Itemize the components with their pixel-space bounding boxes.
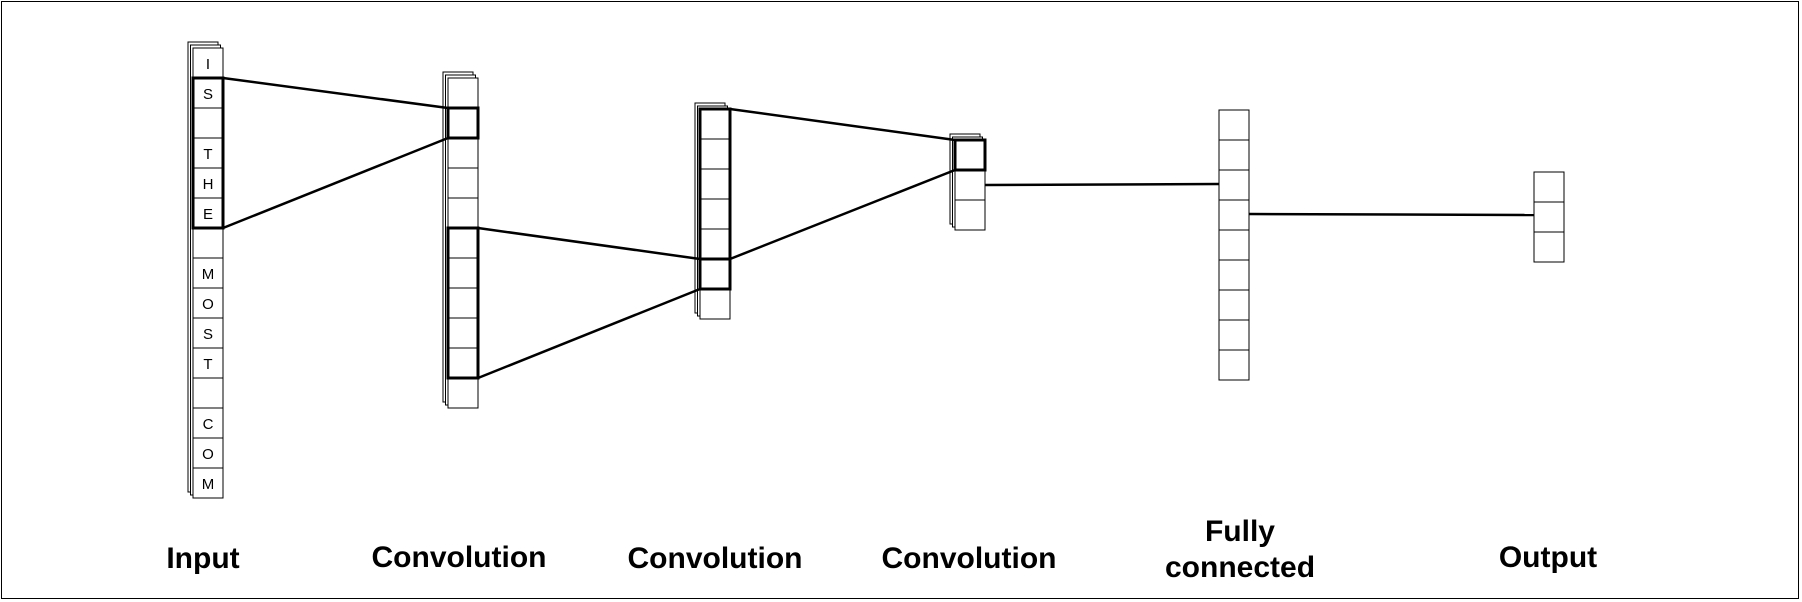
input-receptive-field-box	[191, 76, 225, 230]
input-label: Input	[166, 542, 240, 575]
input-character: T	[203, 146, 212, 163]
input-character: M	[202, 476, 215, 493]
connection-line	[222, 76, 449, 110]
conv1-cell	[447, 317, 479, 349]
conv1-stack	[442, 71, 479, 409]
conv2-cell	[699, 108, 731, 140]
output-cell	[1533, 171, 1565, 203]
input-cell	[192, 227, 224, 259]
conv1-cell	[447, 107, 479, 139]
input-cell	[192, 47, 224, 79]
input-character: M	[202, 266, 215, 283]
fc-cell	[1218, 169, 1250, 201]
conv1-cell	[447, 257, 479, 289]
connection-line	[729, 168, 956, 261]
input-cell	[192, 407, 224, 439]
input-character: O	[202, 296, 214, 313]
connection-line	[729, 107, 956, 142]
input-character: E	[203, 206, 213, 223]
input-cell	[192, 107, 224, 139]
fc-cell	[1218, 229, 1250, 261]
connection-line	[1248, 212, 1535, 217]
conv1-cell	[447, 197, 479, 229]
conv3-cell	[954, 199, 986, 231]
conv1-cell	[447, 137, 479, 169]
fc-cell	[1218, 289, 1250, 321]
connection-line	[984, 182, 1220, 187]
output-label: Output	[1498, 541, 1598, 574]
output-cell	[1533, 201, 1565, 233]
input-cell	[192, 377, 224, 409]
conv2-receptive-field-box	[698, 257, 732, 291]
receptive-field-links	[222, 76, 1535, 380]
output-stack	[1533, 171, 1565, 263]
conv2-cell	[699, 168, 731, 200]
connection-line	[222, 136, 449, 230]
conv3-cell	[954, 139, 986, 171]
conv1-receptive-field-box	[446, 226, 480, 380]
fc-cell	[1218, 139, 1250, 171]
input-character: I	[206, 56, 210, 73]
input-cell	[192, 287, 224, 319]
convolution-3-label: Convolution	[881, 542, 1057, 575]
input-character: O	[202, 446, 214, 463]
fc-cell	[1218, 319, 1250, 351]
convolution-1-label: Convolution	[371, 541, 547, 574]
receptive-field-highlights	[191, 76, 987, 380]
input-cell	[192, 467, 224, 499]
conv1-cell	[447, 377, 479, 409]
input-cell	[192, 257, 224, 289]
output-cell	[1533, 231, 1565, 263]
input-cell	[192, 437, 224, 469]
conv1-receptive-field-box	[446, 106, 480, 140]
conv1-cell	[447, 167, 479, 199]
connection-line	[477, 287, 701, 380]
input-cell	[192, 197, 224, 229]
conv2-cell	[699, 198, 731, 230]
conv1-cell	[447, 287, 479, 319]
connection-line	[477, 226, 701, 261]
fc-stack	[1218, 109, 1250, 381]
input-cell	[192, 347, 224, 379]
conv2-cell	[699, 228, 731, 260]
fc-cell	[1218, 199, 1250, 231]
fc-cell	[1218, 349, 1250, 381]
conv3-receptive-field-box	[953, 138, 987, 172]
conv1-cell	[447, 227, 479, 259]
conv3-cell	[954, 169, 986, 201]
conv2-cell	[699, 258, 731, 290]
conv2-cell	[699, 138, 731, 170]
convolution-2-label: Convolution	[627, 542, 803, 575]
conv1-cell	[447, 77, 479, 109]
input-character: C	[203, 416, 214, 433]
input-character: S	[203, 326, 213, 343]
conv1-cell	[447, 347, 479, 379]
fc-cell	[1218, 259, 1250, 291]
input-character: T	[203, 356, 212, 373]
input-character: H	[203, 176, 214, 193]
conv2-cell	[699, 288, 731, 320]
fully-connected-label: Fully connected	[1164, 515, 1316, 584]
input-character: S	[203, 86, 213, 103]
fc-cell	[1218, 109, 1250, 141]
